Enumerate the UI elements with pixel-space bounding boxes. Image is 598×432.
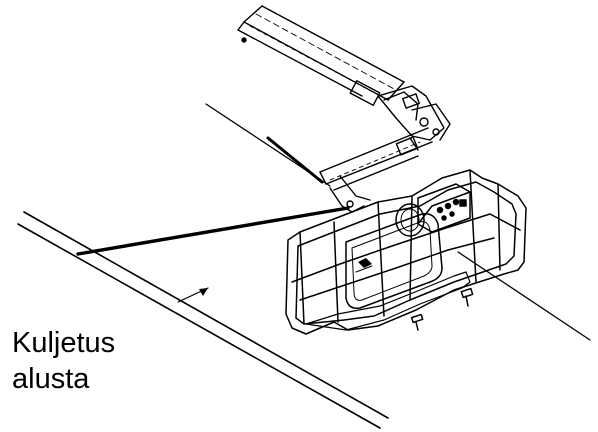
boom-arm (237, 5, 405, 106)
jib-arm (319, 127, 433, 213)
transport-base-label-line-2: alusta (12, 363, 90, 395)
work-platform-basket (285, 169, 527, 335)
transport-base-rails (17, 211, 389, 429)
transport-base-arrow-icon (177, 287, 209, 303)
pointer-lines (76, 136, 350, 256)
transport-base-label-line-1: Kuljetus (12, 327, 116, 359)
